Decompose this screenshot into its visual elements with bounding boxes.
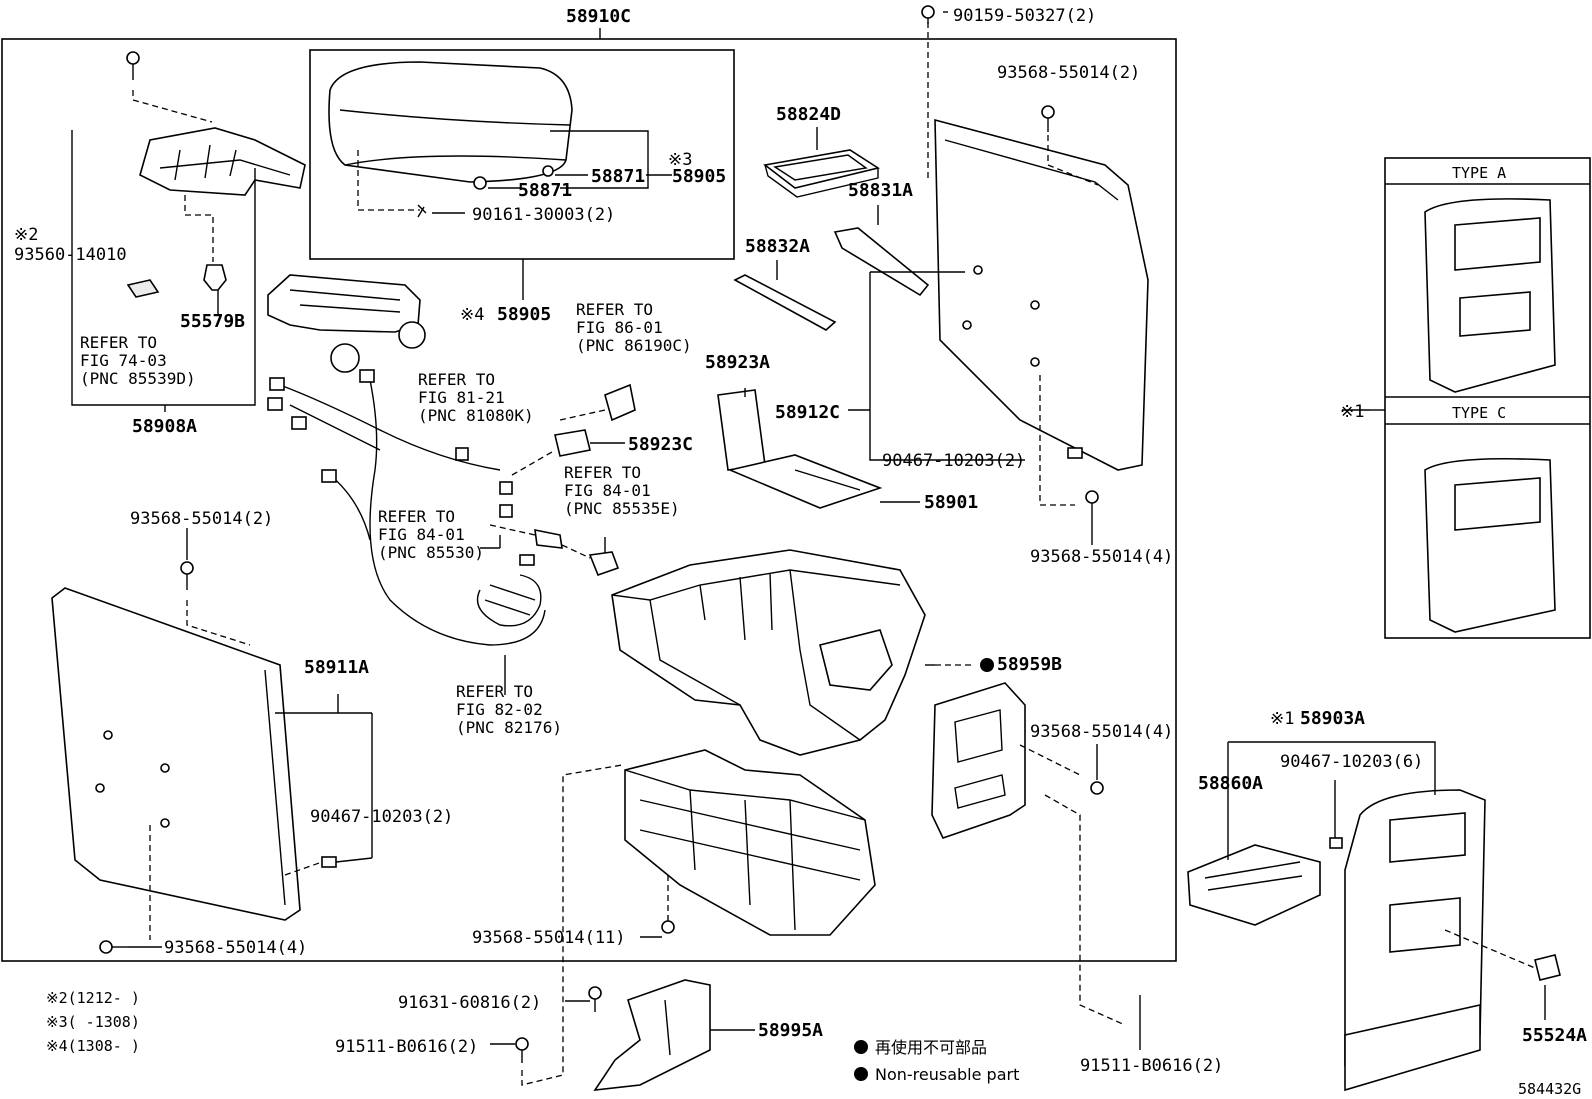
ref-86-line3: (PNC 86190C) [576, 336, 692, 355]
ref-81-line1: REFER TO [418, 370, 495, 389]
ref-84-line3: (PNC 85530) [378, 543, 484, 562]
label-58995a: 58995A [758, 1020, 823, 1041]
wire-harness [267, 369, 546, 646]
label-91511-left: 91511-B0616(2) [335, 1037, 478, 1057]
label-90467-2-right: 90467-10203(2) [882, 451, 1025, 471]
non-reusable-dot [854, 1040, 868, 1054]
label-93568-2-left: 93568-55014(2) [130, 509, 273, 529]
legend-jp: 再使用不可部品 [875, 1038, 987, 1057]
mounting-bracket [931, 664, 1126, 1026]
assembly-frame [1, 38, 1177, 962]
label-58824d: 58824D [776, 104, 841, 125]
note-2: ※2(1212- ) [46, 989, 140, 1007]
label-93568-11: 93568-55014(11) [472, 928, 626, 948]
console-lower-bin [624, 749, 876, 936]
ref-84e-line3: (PNC 85535E) [564, 499, 680, 518]
note-4: ※4(1308- ) [46, 1037, 140, 1055]
marker-3: ※3 [668, 150, 692, 170]
armrest-inset-box [309, 49, 735, 260]
note-3: ※3( -1308) [46, 1013, 140, 1031]
ref-81-line3: (PNC 81080K) [418, 406, 534, 425]
ref-82-line3: (PNC 82176) [456, 718, 562, 737]
ref-82-line1: REFER TO [456, 682, 533, 701]
drawing-number: 584432G [1518, 1080, 1581, 1098]
ref-74-line3: (PNC 85539D) [80, 369, 196, 388]
label-58901: 58901 [924, 492, 978, 513]
aux-connectors [489, 383, 636, 577]
marker-2: ※2 [14, 225, 38, 245]
label-93568-4-right: 93568-55014(4) [1030, 547, 1173, 567]
marker-4: ※4 [460, 305, 484, 325]
console-box [611, 549, 926, 756]
ref-86-line2: FIG 86-01 [576, 318, 663, 337]
screw-top-right [921, 5, 1099, 504]
rear-vent-panel [1187, 789, 1561, 1092]
tray-58824d [763, 149, 881, 198]
label-91631: 91631-60816(2) [398, 993, 541, 1013]
label-58912c: 58912C [775, 402, 840, 423]
clip-55579b [184, 195, 227, 291]
label-58871-a: 58871 [591, 166, 645, 187]
label-58871-b: 58871 [518, 180, 572, 201]
label-58860a: 58860A [1198, 773, 1263, 794]
type-a-preview [1424, 198, 1556, 393]
switch-base-module [267, 274, 426, 373]
label-58905-top: 58905 [672, 166, 726, 187]
label-93568-4-mid: 93568-55014(4) [1030, 722, 1173, 742]
ref-86-line1: REFER TO [576, 300, 653, 319]
ref-84e-line2: FIG 84-01 [564, 481, 651, 500]
label-93568-2-top: 93568-55014(2) [997, 63, 1140, 83]
label-type-c: TYPE C [1452, 404, 1506, 422]
marker-1: ※1 [1340, 402, 1364, 422]
screw-top-left [126, 51, 213, 123]
label-58911a: 58911A [304, 657, 369, 678]
mat-58901 [717, 389, 883, 509]
label-58923c: 58923C [628, 434, 693, 455]
ref-82-line2: FIG 82-02 [456, 700, 543, 719]
ref-81-line2: FIG 81-21 [418, 388, 505, 407]
label-type-a: TYPE A [1452, 164, 1506, 182]
label-58832a: 58832A [745, 236, 810, 257]
label-91511-right: 91511-B0616(2) [1080, 1056, 1223, 1076]
label-58910c: 58910C [566, 6, 631, 27]
label-58908a: 58908A [132, 416, 197, 437]
type-c-preview [1424, 457, 1556, 633]
label-58831a: 58831A [848, 180, 913, 201]
label-55524a: 55524A [1522, 1025, 1587, 1046]
label-58923a: 58923A [705, 352, 770, 373]
ref-84e-line1: REFER TO [564, 463, 641, 482]
legend-en: Non-reusable part [875, 1065, 1019, 1084]
label-58903a: 58903A [1300, 708, 1365, 729]
label-58959b: 58959B [997, 654, 1062, 675]
label-90161: 90161-30003(2) [472, 205, 615, 225]
armrest-lid [328, 61, 573, 218]
leader-lines [71, 11, 1546, 1050]
label-90467-2-left: 90467-10203(2) [310, 807, 453, 827]
bracket-58995a [515, 764, 711, 1091]
label-90159: 90159-50327(2) [953, 6, 1096, 26]
label-58905-mid: 58905 [497, 304, 551, 325]
left-side-panel [51, 587, 337, 940]
marker-1-58903a: ※1 [1270, 709, 1294, 729]
trim-58832a [733, 274, 837, 331]
label-93568-4-bottom: 93568-55014(4) [164, 938, 307, 958]
ref-84-line1: REFER TO [378, 507, 455, 526]
label-55579b: 55579B [180, 311, 245, 332]
right-side-panel [927, 22, 1149, 506]
screw-left [99, 561, 194, 954]
ref-74-line1: REFER TO [80, 333, 157, 352]
trim-58831a [833, 227, 930, 297]
upper-bracket [126, 127, 306, 298]
ref-84-line2: FIG 84-01 [378, 525, 465, 544]
label-93560: 93560-14010 [14, 245, 127, 265]
non-reusable-dot [854, 1067, 868, 1081]
ref-74-line2: FIG 74-03 [80, 351, 167, 370]
label-90467-6: 90467-10203(6) [1280, 752, 1423, 772]
type-inset-box [1384, 157, 1591, 639]
non-reusable-dot [980, 658, 994, 672]
